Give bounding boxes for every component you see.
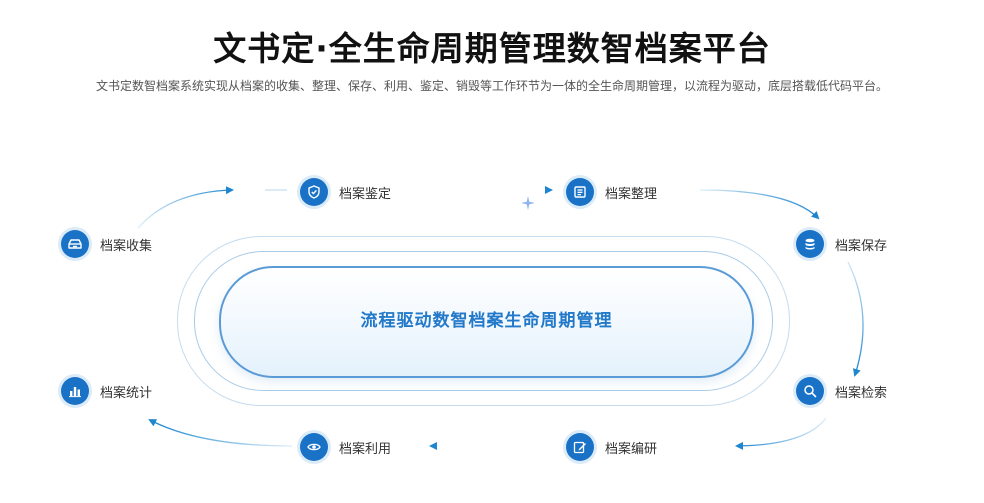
track-middle-ring <box>194 251 773 391</box>
arrow-use-stats <box>148 419 293 447</box>
node-search: 档案检索 <box>796 377 887 405</box>
node-compile: 档案编研 <box>566 433 657 461</box>
archive-box-icon <box>61 230 89 258</box>
center-label: 流程驱动数智档案生命周期管理 <box>360 311 613 331</box>
node-preserve-label: 档案保存 <box>835 238 888 254</box>
node-collect-label: 档案收集 <box>100 238 153 254</box>
node-preserve: 档案保存 <box>796 230 887 258</box>
page-title: 文书定·全生命周期管理数智档案平台 <box>213 29 771 68</box>
node-compile-label: 档案编研 <box>605 441 658 457</box>
node-organize-label: 档案整理 <box>605 186 658 202</box>
arrow-preserve-search <box>847 261 864 377</box>
edit-icon <box>566 433 594 461</box>
shield-icon <box>300 178 328 206</box>
node-collect: 档案收集 <box>61 230 152 258</box>
arrow-organize-preserve <box>699 189 820 220</box>
node-stats: 档案统计 <box>61 377 152 405</box>
node-organize: 档案整理 <box>566 178 657 206</box>
arrow-search-compile <box>735 417 827 450</box>
node-search-label: 档案检索 <box>835 385 888 401</box>
arrow-collect-appraise <box>137 186 234 229</box>
sparkle-icon <box>521 196 535 210</box>
document-list-icon <box>566 178 594 206</box>
track-outer-ring <box>177 236 790 406</box>
bar-chart-icon <box>61 377 89 405</box>
eye-icon <box>300 433 328 461</box>
track-inner-capsule <box>219 266 754 378</box>
node-use-label: 档案利用 <box>339 441 392 457</box>
page-subtitle: 文书定数智档案系统实现从档案的收集、整理、保存、利用、鉴定、销毁等工作环节为一体… <box>95 79 888 93</box>
node-appraise: 档案鉴定 <box>300 178 391 206</box>
node-appraise-label: 档案鉴定 <box>339 186 392 202</box>
search-icon <box>796 377 824 405</box>
database-icon <box>796 230 824 258</box>
node-stats-label: 档案统计 <box>100 385 153 401</box>
node-use: 档案利用 <box>300 433 391 461</box>
